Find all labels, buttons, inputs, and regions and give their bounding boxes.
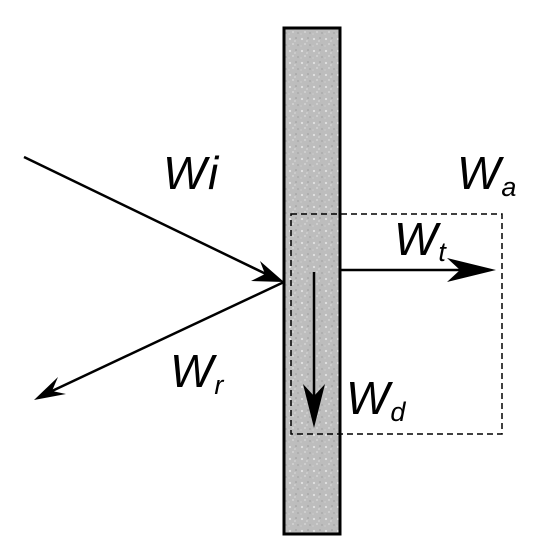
reflected-arrow [34, 280, 285, 400]
absorbed-symbol: W [457, 147, 505, 199]
incident-symbol: W [163, 147, 211, 199]
transmitted-label: Wt [394, 213, 447, 267]
dissipated-subscript: d [390, 397, 406, 427]
dissipated-arrow [303, 272, 325, 428]
incident-subscript: i [208, 147, 220, 199]
dissipated-label: Wd [346, 372, 406, 427]
reflected-label: Wr [170, 345, 224, 400]
transmitted-subscript: t [438, 237, 447, 267]
dissipated-symbol: W [346, 372, 394, 424]
transmitted-arrow [340, 258, 496, 282]
material-panel [282, 26, 342, 536]
absorbed-region-box [290, 213, 503, 435]
incident-label: Wi [163, 147, 220, 199]
absorbed-subscript: a [501, 172, 516, 202]
transmitted-symbol: W [394, 213, 442, 265]
incident-arrow [23, 155, 284, 282]
reflected-symbol: W [170, 345, 218, 397]
absorbed-label: Wa [457, 147, 516, 202]
reflected-subscript: r [214, 370, 224, 400]
